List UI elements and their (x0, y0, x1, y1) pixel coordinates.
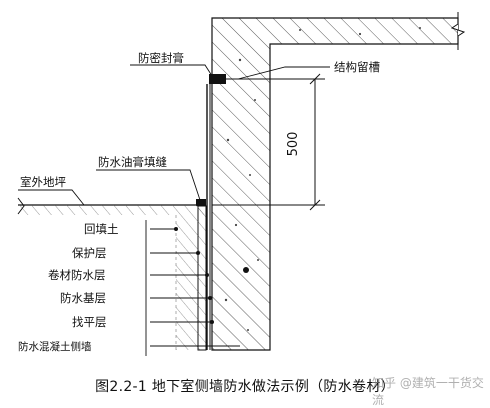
backfill-soil (176, 215, 198, 350)
figure-caption: 图2.2-1 地下室侧墙防水做法示例（防水卷材） (95, 379, 395, 395)
wall-marker-dot (243, 267, 249, 273)
label-outdoor-ground: 室外地坪 (20, 175, 66, 189)
oil-filler-block (196, 199, 206, 206)
label-leveling: 找平层 (72, 315, 107, 329)
concrete-aggregate (224, 27, 421, 331)
label-base: 防水基层 (60, 291, 106, 305)
dimension-500 (212, 73, 325, 211)
ground-soil (18, 205, 206, 215)
label-membrane: 卷材防水层 (48, 268, 106, 282)
watermark: 知乎 @建筑一干货交流 (372, 376, 484, 407)
leader-lines (18, 64, 330, 356)
break-symbol (450, 12, 466, 50)
protection-layer (197, 205, 207, 351)
label-protect: 保护层 (72, 246, 107, 260)
label-oil-filler: 防水油膏填缝 (98, 155, 167, 169)
label-sealant: 防密封膏 (138, 51, 184, 65)
leader-dots (174, 227, 214, 324)
dimension-value: 500 (286, 132, 301, 157)
label-groove: 结构留槽 (334, 60, 380, 74)
label-backfill: 回填土 (84, 222, 119, 236)
ground-break (17, 197, 25, 215)
label-wall: 防水混凝土侧墙 (18, 340, 92, 353)
groove-sealant-block (209, 74, 226, 84)
